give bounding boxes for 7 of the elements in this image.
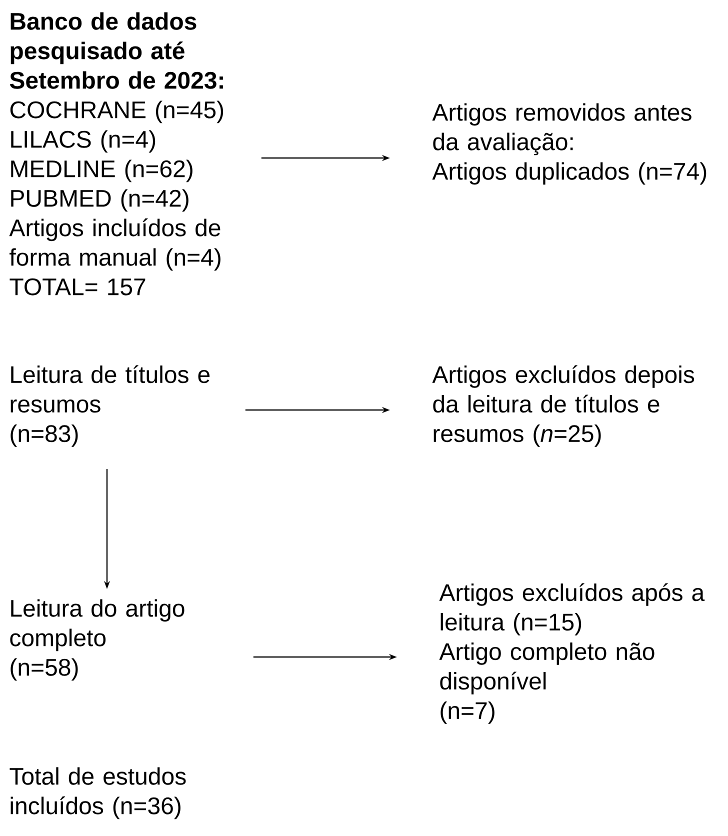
step-text: Leitura do artigo completo (n=58) (10, 599, 184, 681)
step-text: Artigos excluídos depois da leitura de títulos e resumos (n=25) (432, 365, 694, 447)
step-text: Artigos removidos antes da avaliação: Artigos duplicados (n=74) (432, 103, 706, 185)
step-text: Total de estudos incluídos (n=36) (10, 767, 186, 820)
step-text: Banco de dados pesquisado até Setembro de 2023: COCHRANE (n=45) LILACS (n=4) MEDLINE (n=62) PUBMED (n=42) Artigos incluídos de forma manual (n=4) TOTAL= 157 (9, 12, 224, 296)
step-text: Artigos excluídos após a leitura (n=15) Artigo completo não disponível (n=7) (439, 583, 705, 724)
step-text: Leitura de títulos e resumos (n=83) (10, 365, 210, 447)
